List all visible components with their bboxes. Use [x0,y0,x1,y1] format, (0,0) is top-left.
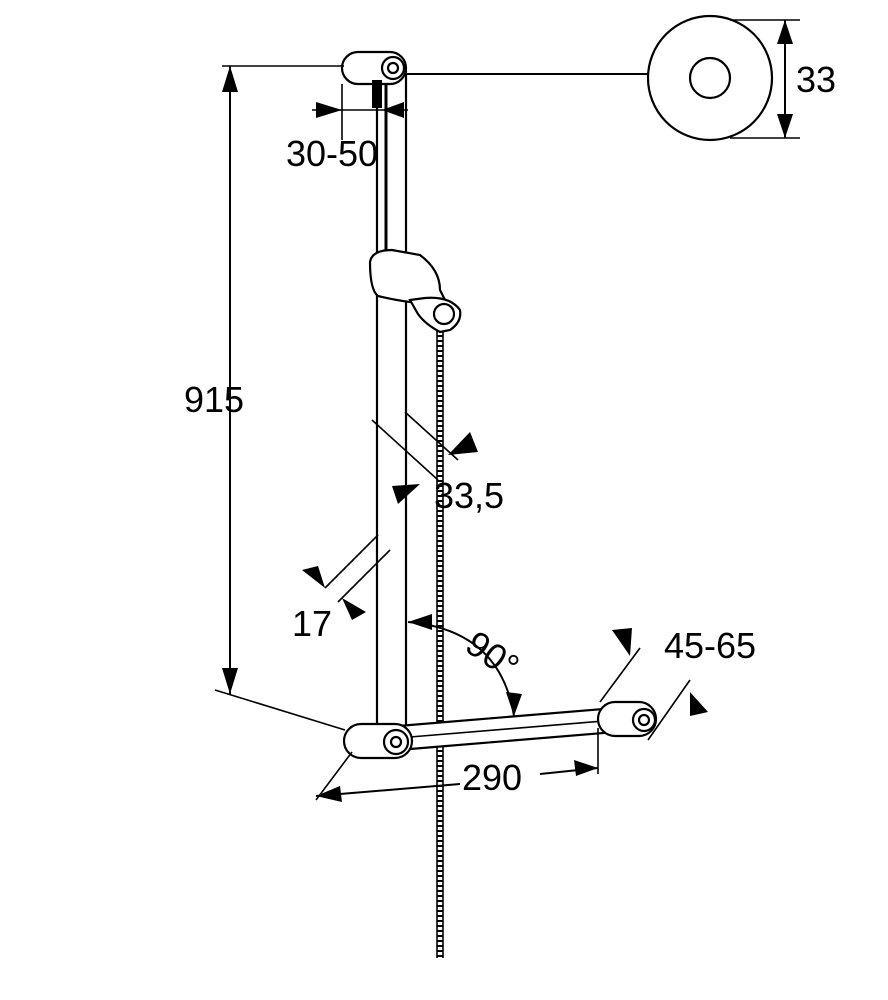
dimension-290: 290 [315,728,599,802]
dimension-915-label: 915 [184,379,244,420]
dimension-33: 33 [730,19,836,139]
dimension-33-5: 33,5 [371,411,504,516]
dimension-290-label: 290 [462,757,522,798]
dimension-33-5-label: 33,5 [434,475,504,516]
vertical-bar [375,70,408,744]
dimension-30-50-label: 30-50 [286,133,378,174]
shower-hose [436,320,444,958]
slider-holder [368,248,462,334]
angle-90: 90° [407,614,527,717]
angle-90-label: 90° [459,622,527,687]
dimension-17: 17 [292,534,391,644]
dimension-915: 915 [184,65,346,731]
bottom-bracket-arm [342,700,658,760]
dimension-45-65-label: 45-65 [664,625,756,666]
rosette-cover [406,14,774,142]
top-wall-bracket [340,50,408,108]
dimension-17-label: 17 [292,603,332,644]
dimension-30-50: 30-50 [286,84,408,174]
dimension-33-label: 33 [796,59,836,100]
dimension-45-65: 45-65 [599,625,756,741]
